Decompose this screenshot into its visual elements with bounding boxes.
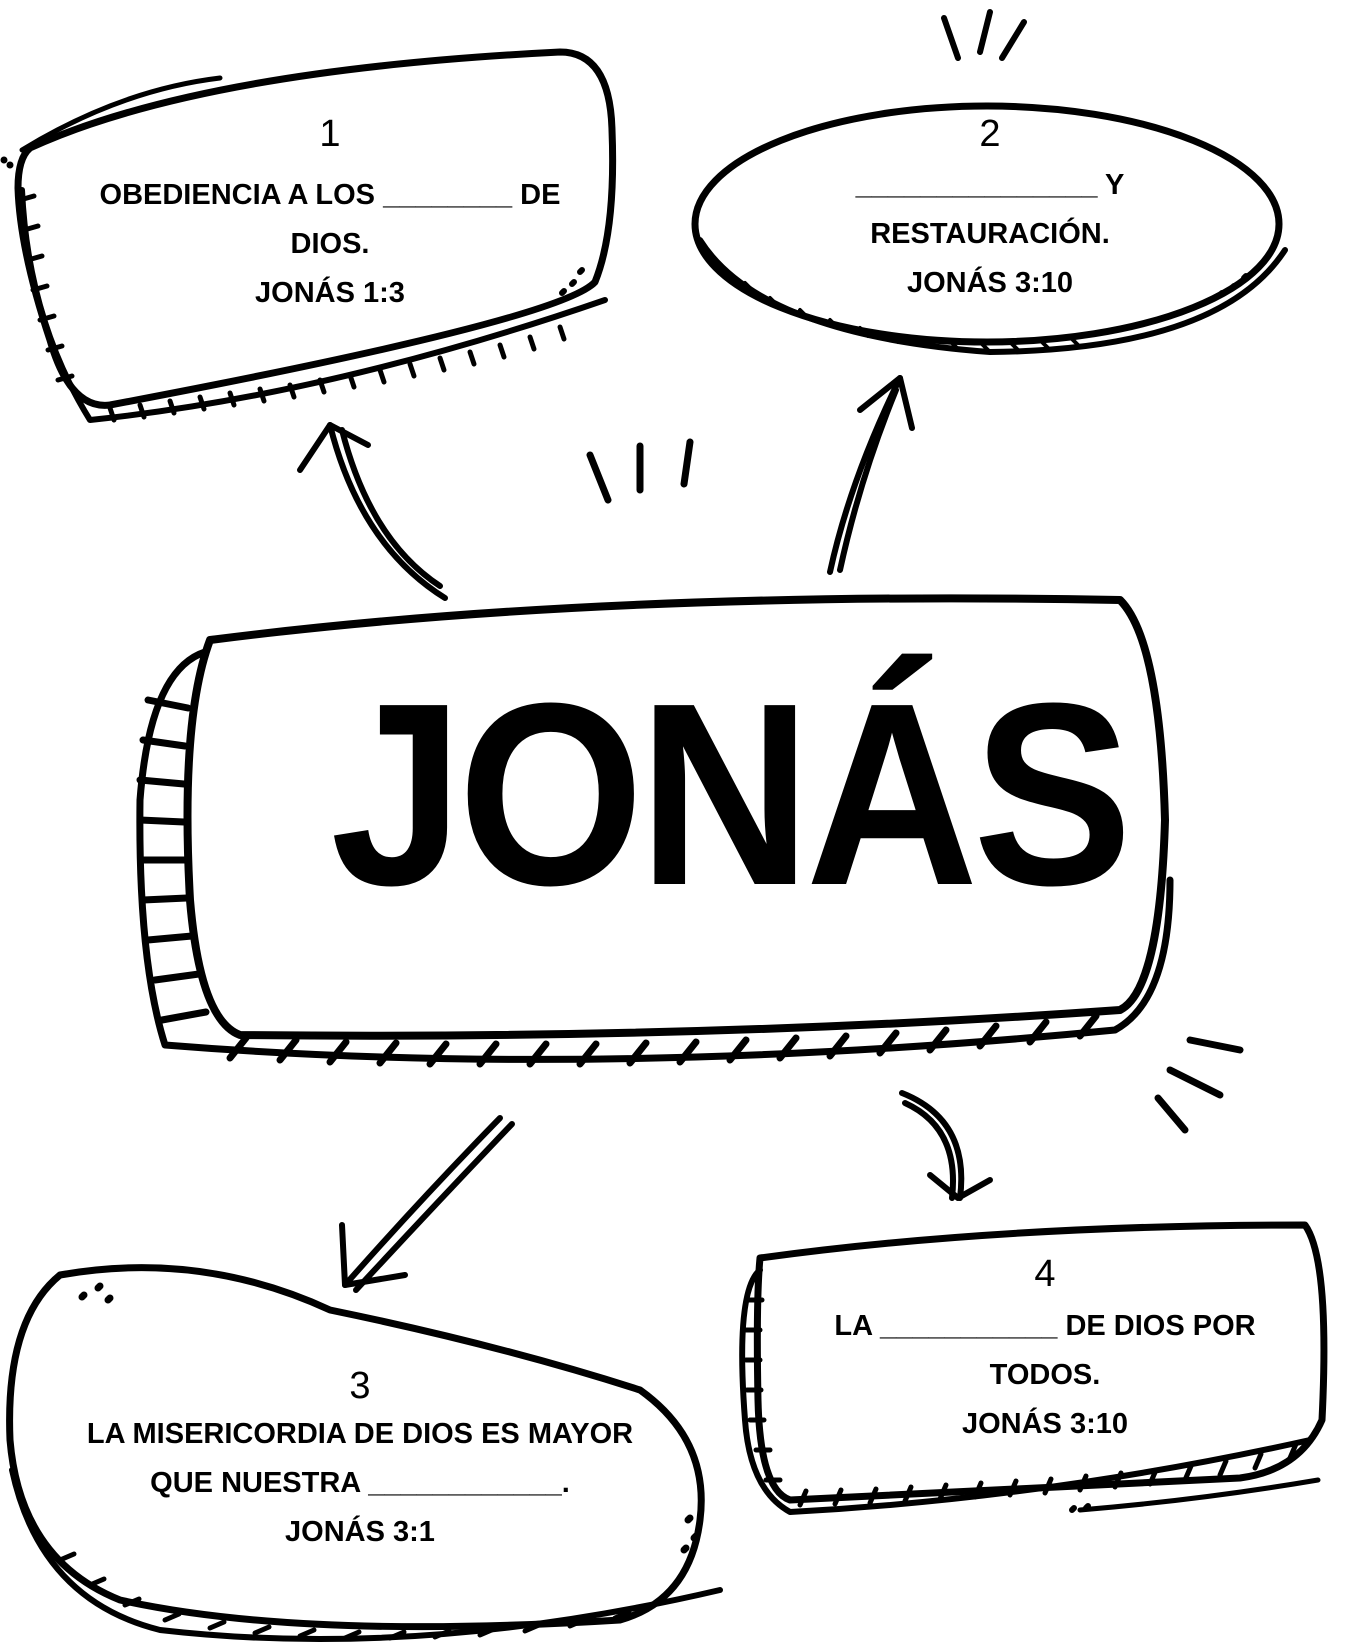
arrow-to-box-1	[297, 422, 448, 601]
box-3: 3 LA MISERICORDIA DE DIOS ES MAYOR QUE N…	[40, 1364, 680, 1557]
box-1-outline	[0, 48, 617, 423]
box-3-line-2: QUE NUESTRA ____________.	[150, 1467, 570, 1499]
box-4: 4 LA ___________ DE DIOS POR TODOS. JONÁ…	[800, 1252, 1290, 1449]
box-1-line-3: JONÁS 1:3	[255, 277, 405, 309]
box-3-number: 3	[349, 1365, 371, 1407]
box-3-line-1: LA MISERICORDIA DE DIOS ES MAYOR	[86, 1418, 634, 1450]
box-1-line-1: OBEDIENCIA A LOS ________ DE	[99, 179, 561, 211]
box-2-line-2: RESTAURACIÓN.	[870, 218, 1110, 250]
box-3-line-3: JONÁS 3:1	[285, 1516, 435, 1548]
box-4-line-2: TODOS.	[989, 1359, 1101, 1391]
box-2-text: _______________ Y RESTAURACIÓN. JONÁS 3:…	[820, 161, 1160, 308]
box-2: 2 _______________ Y RESTAURACIÓN. JONÁS …	[820, 112, 1160, 308]
arrow-to-box-2	[827, 375, 915, 575]
box-2-number: 2	[979, 113, 1001, 155]
arrow-to-box-3	[339, 1115, 515, 1293]
box-4-number: 4	[1034, 1253, 1056, 1295]
box-4-text: LA ___________ DE DIOS POR TODOS. JONÁS …	[800, 1302, 1290, 1449]
box-4-line-3: JONÁS 3:10	[961, 1408, 1128, 1440]
box-2-line-1: _______________ Y	[855, 169, 1125, 201]
arrow-to-box-4	[899, 1090, 993, 1201]
box-4-line-1: LA ___________ DE DIOS POR	[834, 1310, 1256, 1342]
box-1: 1 OBEDIENCIA A LOS ________ DE DIOS. JON…	[70, 112, 590, 318]
center-box-outline	[136, 594, 1174, 1068]
page-title: JONÁS	[330, 650, 1132, 940]
box-4-outline	[739, 1221, 1328, 1515]
box-2-outline	[691, 9, 1288, 355]
box-1-text: OBEDIENCIA A LOS ________ DE DIOS. JONÁS…	[70, 171, 590, 318]
box-1-number: 1	[319, 113, 341, 155]
emphasis-marks	[586, 438, 1244, 1134]
box-2-line-3: JONÁS 3:10	[906, 267, 1073, 299]
box-3-text: LA MISERICORDIA DE DIOS ES MAYOR QUE NUE…	[40, 1410, 680, 1557]
box-1-line-2: DIOS.	[290, 228, 370, 260]
box-3-outline	[6, 1264, 723, 1642]
